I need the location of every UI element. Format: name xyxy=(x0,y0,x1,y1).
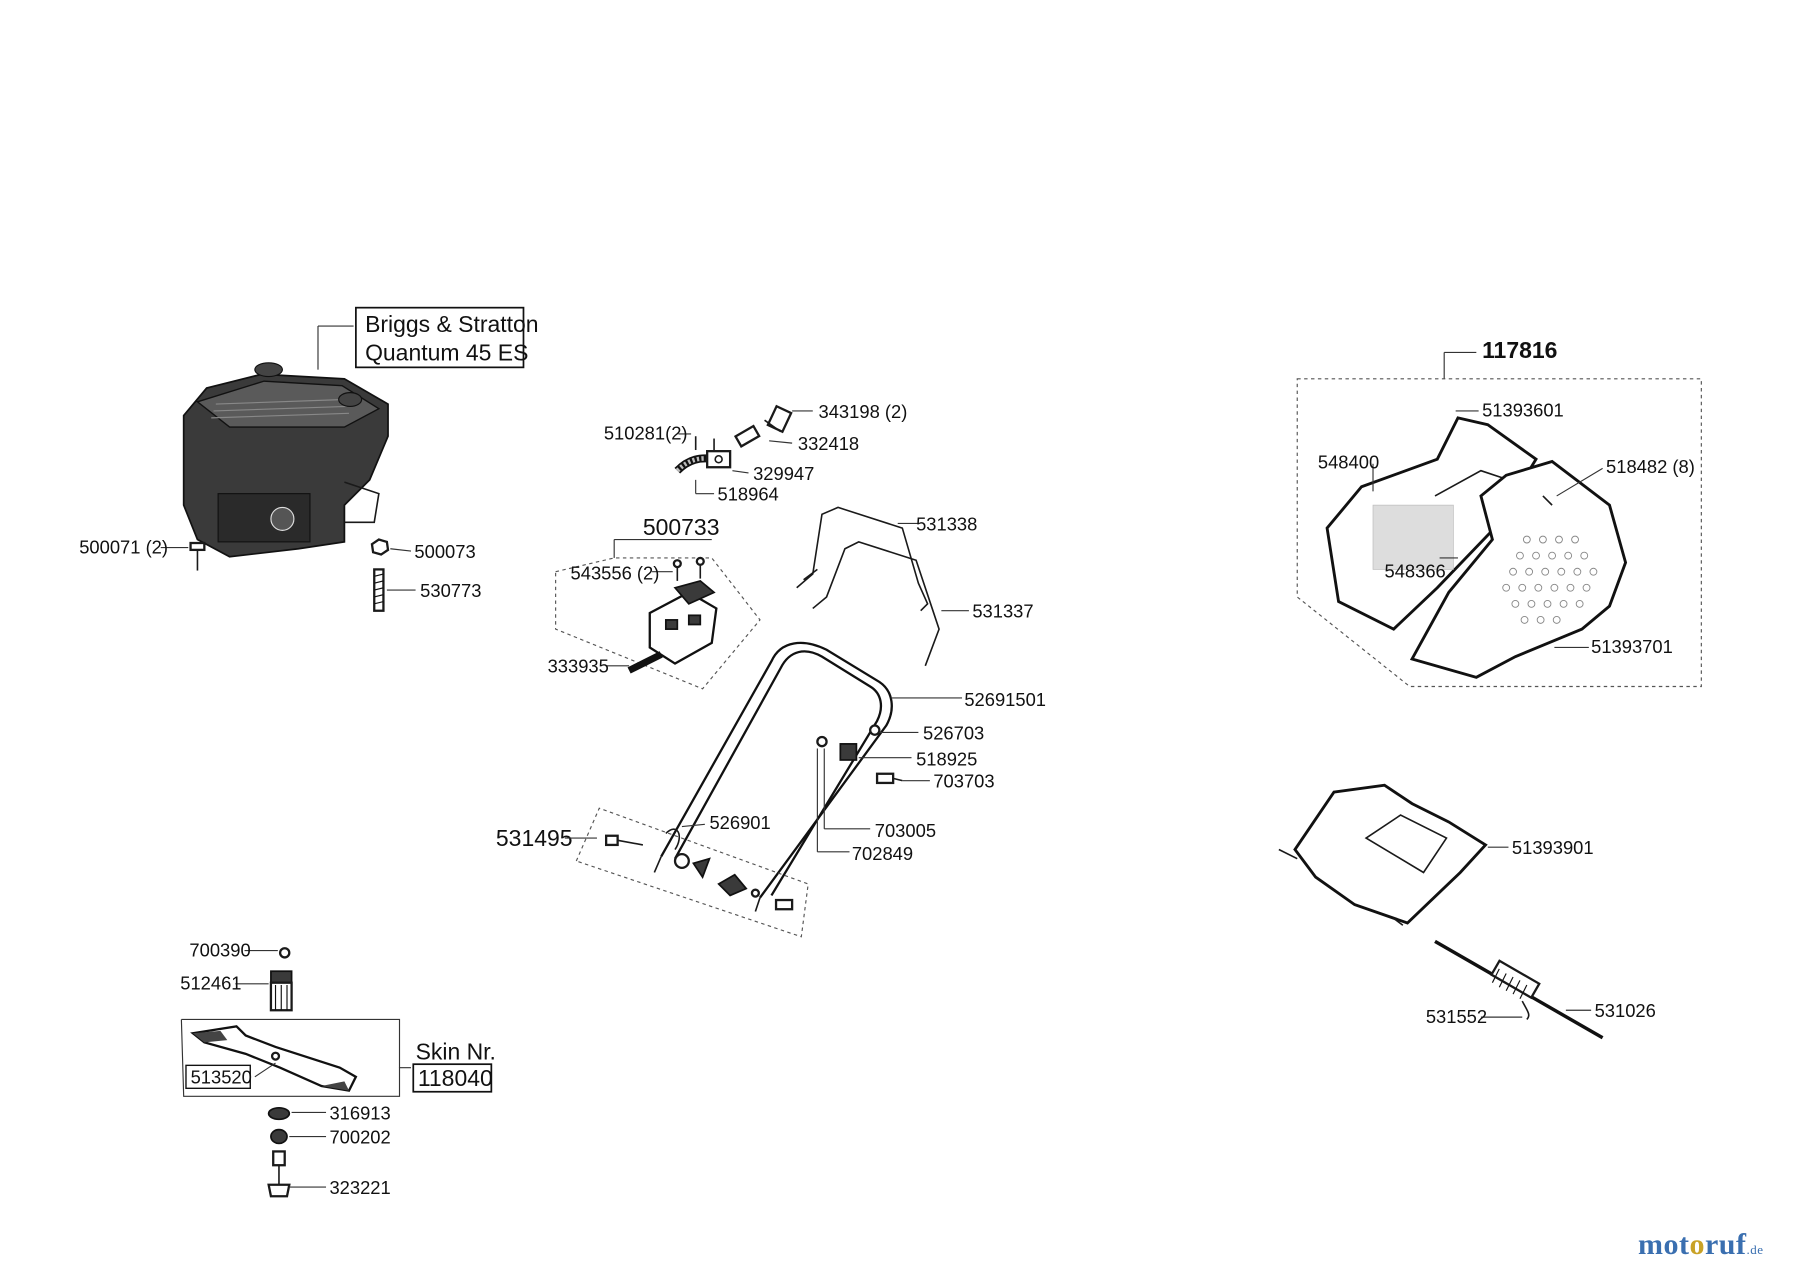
handle-group-illustration xyxy=(604,828,794,911)
logo-tld: .de xyxy=(1746,1242,1764,1257)
bolt-500071 xyxy=(160,541,206,571)
blade-illustration xyxy=(190,1025,358,1092)
part-526901: 526901 xyxy=(709,812,770,833)
deflector-illustration xyxy=(1278,783,1488,926)
blade-stack-leaders xyxy=(235,949,327,1188)
part-500071: 500071 (2) xyxy=(79,536,168,557)
control-group-outline xyxy=(555,557,761,690)
engine-model: Quantum 45 ES xyxy=(365,339,528,365)
part-530773: 530773 xyxy=(420,580,481,601)
motoruf-logo: motoruf.de xyxy=(1638,1228,1764,1262)
part-531552: 531552 xyxy=(1426,1006,1487,1027)
part-703703: 703703 xyxy=(933,771,994,792)
part-531338: 531338 xyxy=(916,513,977,534)
handle-illustration xyxy=(653,506,940,912)
control-group-labels-leaders xyxy=(606,571,673,667)
skin-number-box: Skin Nr. 118040 xyxy=(412,1039,496,1093)
part-332418: 332418 xyxy=(798,433,859,454)
part-526703: 526703 xyxy=(923,722,984,743)
part-531337: 531337 xyxy=(972,601,1033,622)
part-329947: 329947 xyxy=(753,463,814,484)
catcher-leaders xyxy=(1372,410,1603,649)
engine-leaders xyxy=(317,325,354,370)
part-518964: 518964 xyxy=(718,484,779,505)
nut-500073 xyxy=(370,538,412,556)
logo-part-2: o xyxy=(1689,1228,1705,1261)
part-510281: 510281(2) xyxy=(604,423,688,444)
part-51393601: 51393601 xyxy=(1482,400,1564,421)
part-543556: 543556 (2) xyxy=(571,563,660,584)
part-700202: 700202 xyxy=(329,1126,390,1147)
part-323221: 323221 xyxy=(329,1177,390,1198)
spring-530773 xyxy=(373,568,416,612)
control-box-illustration xyxy=(627,556,718,674)
part-333935: 333935 xyxy=(548,656,609,677)
part-518925: 518925 xyxy=(916,749,977,770)
skin-number: 118040 xyxy=(418,1065,493,1091)
part-513520-leader xyxy=(254,1062,276,1078)
blade-number-box xyxy=(185,1064,251,1089)
part-316913: 316913 xyxy=(329,1102,390,1123)
group-500733: 500733 xyxy=(643,514,720,540)
part-700390: 700390 xyxy=(189,939,250,960)
part-526901-leader xyxy=(681,823,705,828)
throttle-leaders xyxy=(678,410,813,495)
hardware-leaders xyxy=(816,731,930,853)
part-513520: 513520 xyxy=(191,1067,252,1088)
part-343198: 343198 (2) xyxy=(819,401,908,422)
blade-bracket xyxy=(180,1018,411,1097)
control-group-leaders xyxy=(613,538,712,558)
logo-part-1: mot xyxy=(1638,1228,1690,1261)
catcher-outline xyxy=(1296,378,1702,688)
part-548366: 548366 xyxy=(1384,560,1445,581)
group-117816: 117816 xyxy=(1482,337,1557,363)
part-512461: 512461 xyxy=(180,973,241,994)
engine-label-box: Briggs & Stratton Quantum 45 ES xyxy=(355,306,539,369)
skin-title: Skin Nr. xyxy=(416,1039,496,1065)
part-52691501: 52691501 xyxy=(964,689,1046,710)
logo-part-3: ruf xyxy=(1704,1228,1747,1261)
rod-spring-illustration xyxy=(1434,939,1604,1040)
part-51393701: 51393701 xyxy=(1591,636,1673,657)
group-531495: 531495 xyxy=(496,825,573,851)
part-702849: 702849 xyxy=(852,843,913,864)
part-531026: 531026 xyxy=(1595,1000,1656,1021)
rod-spring-leaders xyxy=(1480,1009,1592,1018)
engine-make: Briggs & Stratton xyxy=(365,311,539,337)
catcher-leaders-top xyxy=(1443,351,1477,379)
throttle-cable-illustration xyxy=(674,404,793,474)
part-51393901: 51393901 xyxy=(1512,837,1594,858)
handle-hardware-illustration xyxy=(816,724,903,785)
handle-leaders xyxy=(890,522,969,699)
part-548400: 548400 xyxy=(1318,451,1379,472)
catcher-frame-illustration xyxy=(1325,416,1628,679)
blade-stack-illustration xyxy=(267,947,293,1198)
part-500073: 500073 xyxy=(414,541,475,562)
part-703005: 703005 xyxy=(875,820,936,841)
engine-illustration xyxy=(182,362,389,558)
part-518482: 518482 (8) xyxy=(1606,456,1695,477)
